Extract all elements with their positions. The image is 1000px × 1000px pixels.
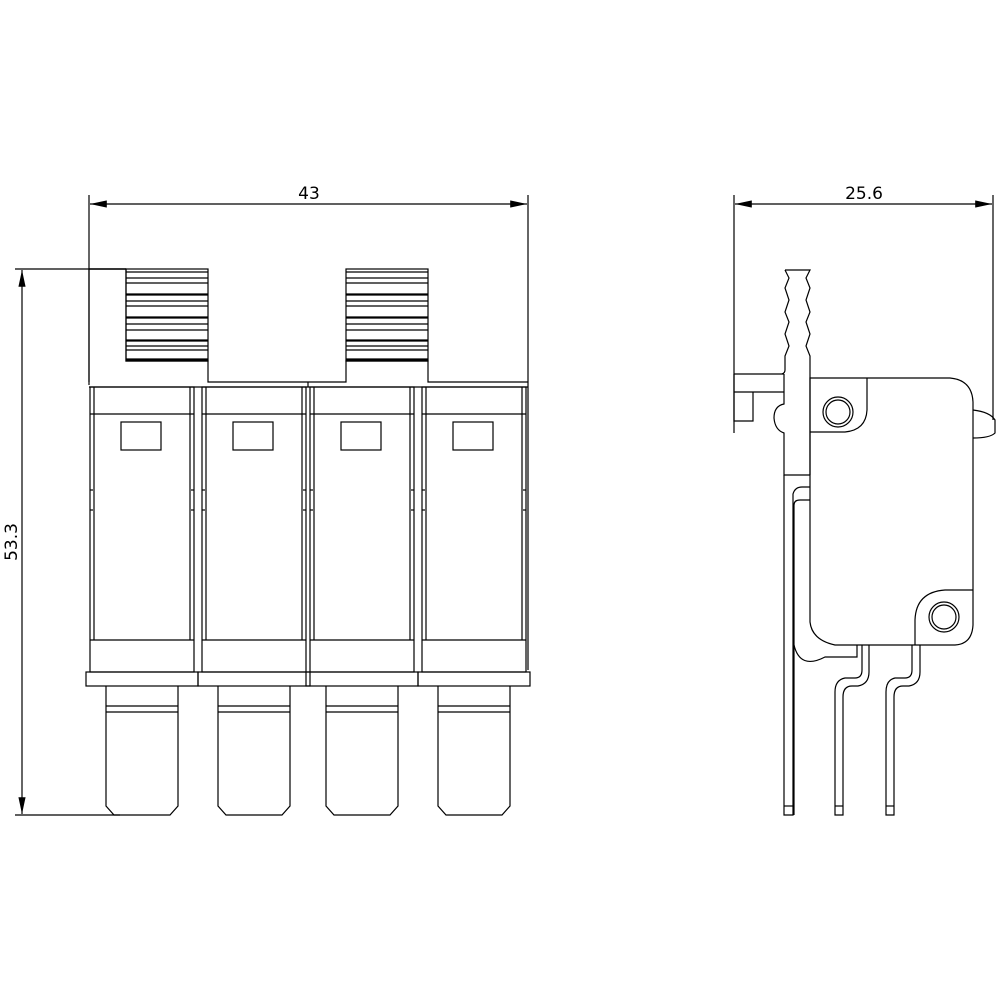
switch-body <box>809 377 974 646</box>
blade-terminal <box>217 686 291 816</box>
switch-module <box>85 386 199 816</box>
mounting-hole-bottom <box>928 601 960 633</box>
mounting-hole-top <box>822 396 854 428</box>
height-dimension: 53.3 <box>2 268 126 816</box>
indicator-window <box>120 421 162 451</box>
blade-terminal <box>325 686 399 816</box>
height-dimension-label: 53.3 <box>2 523 22 561</box>
modules <box>85 386 531 816</box>
actuator-grip <box>781 269 811 378</box>
width-dimension-label: 43 <box>298 184 320 204</box>
indicator-window <box>452 421 494 451</box>
side-width-dimension-label: 25.6 <box>845 184 883 204</box>
width-dimension: 43 <box>88 184 529 670</box>
front-view: 43 53.3 <box>2 184 531 816</box>
grip-ribs <box>126 271 428 361</box>
side-view: 25.6 <box>733 184 996 816</box>
indicator-window <box>232 421 274 451</box>
side-width-dimension: 25.6 <box>733 184 994 433</box>
blade-terminal <box>437 686 511 816</box>
switch-module <box>305 386 419 816</box>
blade-terminal <box>105 686 179 816</box>
terminal-pins <box>783 475 921 816</box>
switch-module <box>417 386 531 816</box>
top-housing <box>88 268 528 388</box>
indicator-window <box>340 421 382 451</box>
bracket <box>733 373 784 422</box>
switch-module <box>197 386 311 816</box>
